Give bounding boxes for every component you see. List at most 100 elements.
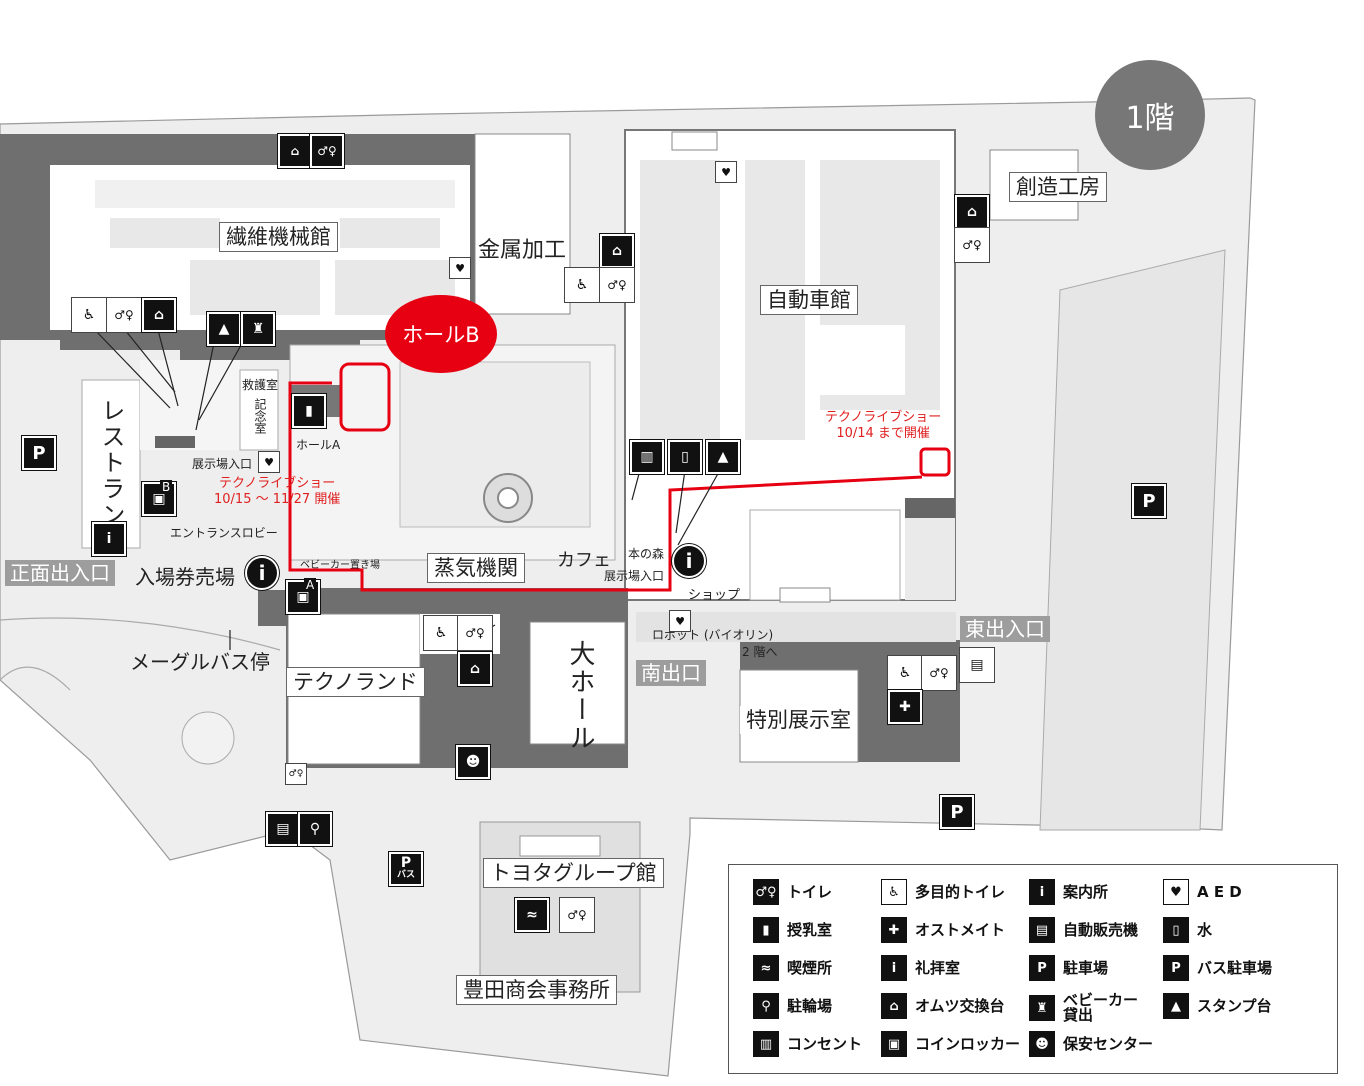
show2-title: テクノライブショー: [825, 410, 942, 425]
stamp-icon[interactable]: ▲: [207, 312, 241, 346]
water-icon[interactable]: ▯: [668, 440, 702, 474]
toilet-icon[interactable]: ♂♀: [458, 616, 492, 650]
diaper-icon[interactable]: ⌂: [955, 195, 989, 229]
techno-land-label[interactable]: テクノランド: [286, 667, 425, 697]
group-hall-label[interactable]: トヨタグループ館: [483, 858, 664, 888]
tour-route: [288, 381, 923, 592]
legend-label: 自動販売機: [1063, 920, 1139, 939]
toilet-icon[interactable]: ♂♀: [286, 764, 306, 784]
bicycle-icon[interactable]: ⚲: [298, 812, 332, 846]
ostomate-icon[interactable]: ✚: [888, 690, 922, 724]
legend-item: ▲スタンプ台: [1163, 993, 1272, 1019]
nursing-room-icon: ▮: [753, 917, 779, 943]
info-icon[interactable]: i: [672, 544, 706, 578]
to-2f-label[interactable]: 2 階へ: [742, 645, 778, 659]
prayer-room-icon[interactable]: i: [92, 522, 126, 556]
metal-hall: [474, 133, 571, 315]
vending-machine-icon[interactable]: ▤: [960, 648, 994, 682]
legend-label: 保安センター: [1063, 1034, 1154, 1053]
diaper-icon: ⌂: [881, 993, 907, 1019]
legend-label: コインロッカー: [915, 1034, 1021, 1053]
toilet-icon[interactable]: ♂♀: [955, 228, 989, 262]
aed-icon[interactable]: ♥: [716, 162, 736, 182]
hall-a-label[interactable]: ホールA: [296, 438, 341, 452]
bus-parking-p: P: [400, 855, 412, 871]
workshop-label[interactable]: 創造工房: [1009, 172, 1107, 202]
parking-icon: P: [1029, 955, 1055, 981]
legend-label: A E D: [1197, 882, 1242, 901]
nursing-room-icon[interactable]: ▮: [292, 394, 326, 428]
parking-icon[interactable]: P: [22, 436, 56, 470]
auto-show-target: [919, 447, 951, 477]
aed-icon[interactable]: ♥: [450, 258, 470, 278]
bus-stop-label[interactable]: メーグルバス停: [130, 650, 270, 674]
parking-icon[interactable]: P: [1132, 484, 1166, 518]
parking-icon[interactable]: P: [940, 795, 974, 829]
legend-item: ▯水: [1163, 917, 1212, 943]
locker-icon[interactable]: ▣: [286, 580, 320, 614]
front-entrance-tag[interactable]: 正面出入口: [5, 560, 115, 586]
cafe-label[interactable]: カフェ: [557, 550, 611, 571]
stamp-icon: ▲: [1163, 993, 1189, 1019]
aed-icon[interactable]: ♥: [259, 452, 279, 472]
dai-hall-label[interactable]: 大ホール: [565, 640, 595, 752]
auto-hall-label[interactable]: 自動車館: [760, 285, 858, 315]
legend-item: ✚オストメイト: [881, 917, 1005, 943]
info-icon[interactable]: i: [245, 556, 279, 590]
legend-label: トイレ: [787, 882, 833, 901]
accessible-toilet-icon[interactable]: ♿: [72, 298, 106, 332]
outlet-icon[interactable]: ▥: [630, 440, 664, 474]
restaurant-label[interactable]: レストラン: [97, 398, 125, 528]
legend-item: ♜ベビーカー 貸出: [1029, 993, 1138, 1023]
east-entrance-tag[interactable]: 東出入口: [960, 616, 1050, 642]
aed-icon[interactable]: ♥: [670, 611, 690, 631]
steam-engine-label[interactable]: 蒸気機関: [427, 553, 525, 583]
hall-b-callout[interactable]: ホールB: [385, 295, 497, 373]
diaper-icon[interactable]: ⌂: [600, 234, 634, 268]
show2-dates: 10/14 まで開催: [836, 426, 930, 441]
toilet-icon[interactable]: ♂♀: [600, 268, 634, 302]
ticket-office-label[interactable]: 入場券売場: [135, 565, 235, 589]
floor-badge: 1階: [1095, 60, 1205, 170]
metal-hall-label[interactable]: 金属加工: [478, 238, 567, 263]
security-icon[interactable]: ☻: [456, 745, 490, 779]
ostomate-icon: ✚: [881, 917, 907, 943]
toilet-icon[interactable]: ♂♀: [310, 134, 344, 168]
textile-hall-label[interactable]: 繊維機械館: [219, 222, 338, 252]
accessible-toilet-icon[interactable]: ♿: [424, 616, 458, 650]
accessible-toilet-icon[interactable]: ♿: [888, 656, 922, 690]
accessible-toilet-icon: ♿: [881, 879, 907, 905]
stroller-area-label: ベビーカー置き場: [300, 560, 380, 571]
dai-hall: [529, 621, 626, 745]
legend-item: ⚲駐輪場: [753, 993, 832, 1019]
toilet-icon[interactable]: ♂♀: [107, 298, 141, 332]
book-forest-label[interactable]: 本の森: [628, 547, 665, 561]
hall-b-target: [339, 362, 391, 432]
legend-label: 水: [1197, 920, 1213, 939]
legend-item: ⌂オムツ交換台: [881, 993, 1005, 1019]
vending-machine-icon[interactable]: ▤: [266, 812, 300, 846]
stroller-icon[interactable]: ♜: [241, 312, 275, 346]
shop-label[interactable]: ショップ: [688, 588, 741, 603]
stroller-icon: ♜: [1029, 995, 1055, 1021]
toilet-icon[interactable]: ♂♀: [922, 656, 956, 690]
locker-icon: ▣: [881, 1031, 907, 1057]
legend-label: 駐車場: [1063, 958, 1109, 977]
stamp-icon[interactable]: ▲: [706, 440, 740, 474]
bus-parking-icon: P: [1163, 955, 1189, 981]
south-exit-tag[interactable]: 南出口: [636, 660, 706, 686]
toilet-icon[interactable]: ♂♀: [560, 898, 594, 932]
diaper-icon[interactable]: ⌂: [458, 652, 492, 686]
smoking-icon[interactable]: ≈: [515, 898, 549, 932]
vending-machine-icon: ▤: [1029, 917, 1055, 943]
legend-item: ♂♀トイレ: [753, 879, 832, 905]
show1-dates: 10/15 ～ 11/27 開催: [214, 492, 341, 507]
accessible-toilet-icon[interactable]: ♿: [565, 268, 599, 302]
legend-label: バス駐車場: [1197, 958, 1273, 977]
diaper-icon[interactable]: ⌂: [142, 298, 176, 332]
diaper-icon[interactable]: ⌂: [278, 134, 312, 168]
office-label[interactable]: 豊田商会事務所: [456, 975, 617, 1005]
special-exhibit-label[interactable]: 特別展示室: [740, 706, 857, 734]
